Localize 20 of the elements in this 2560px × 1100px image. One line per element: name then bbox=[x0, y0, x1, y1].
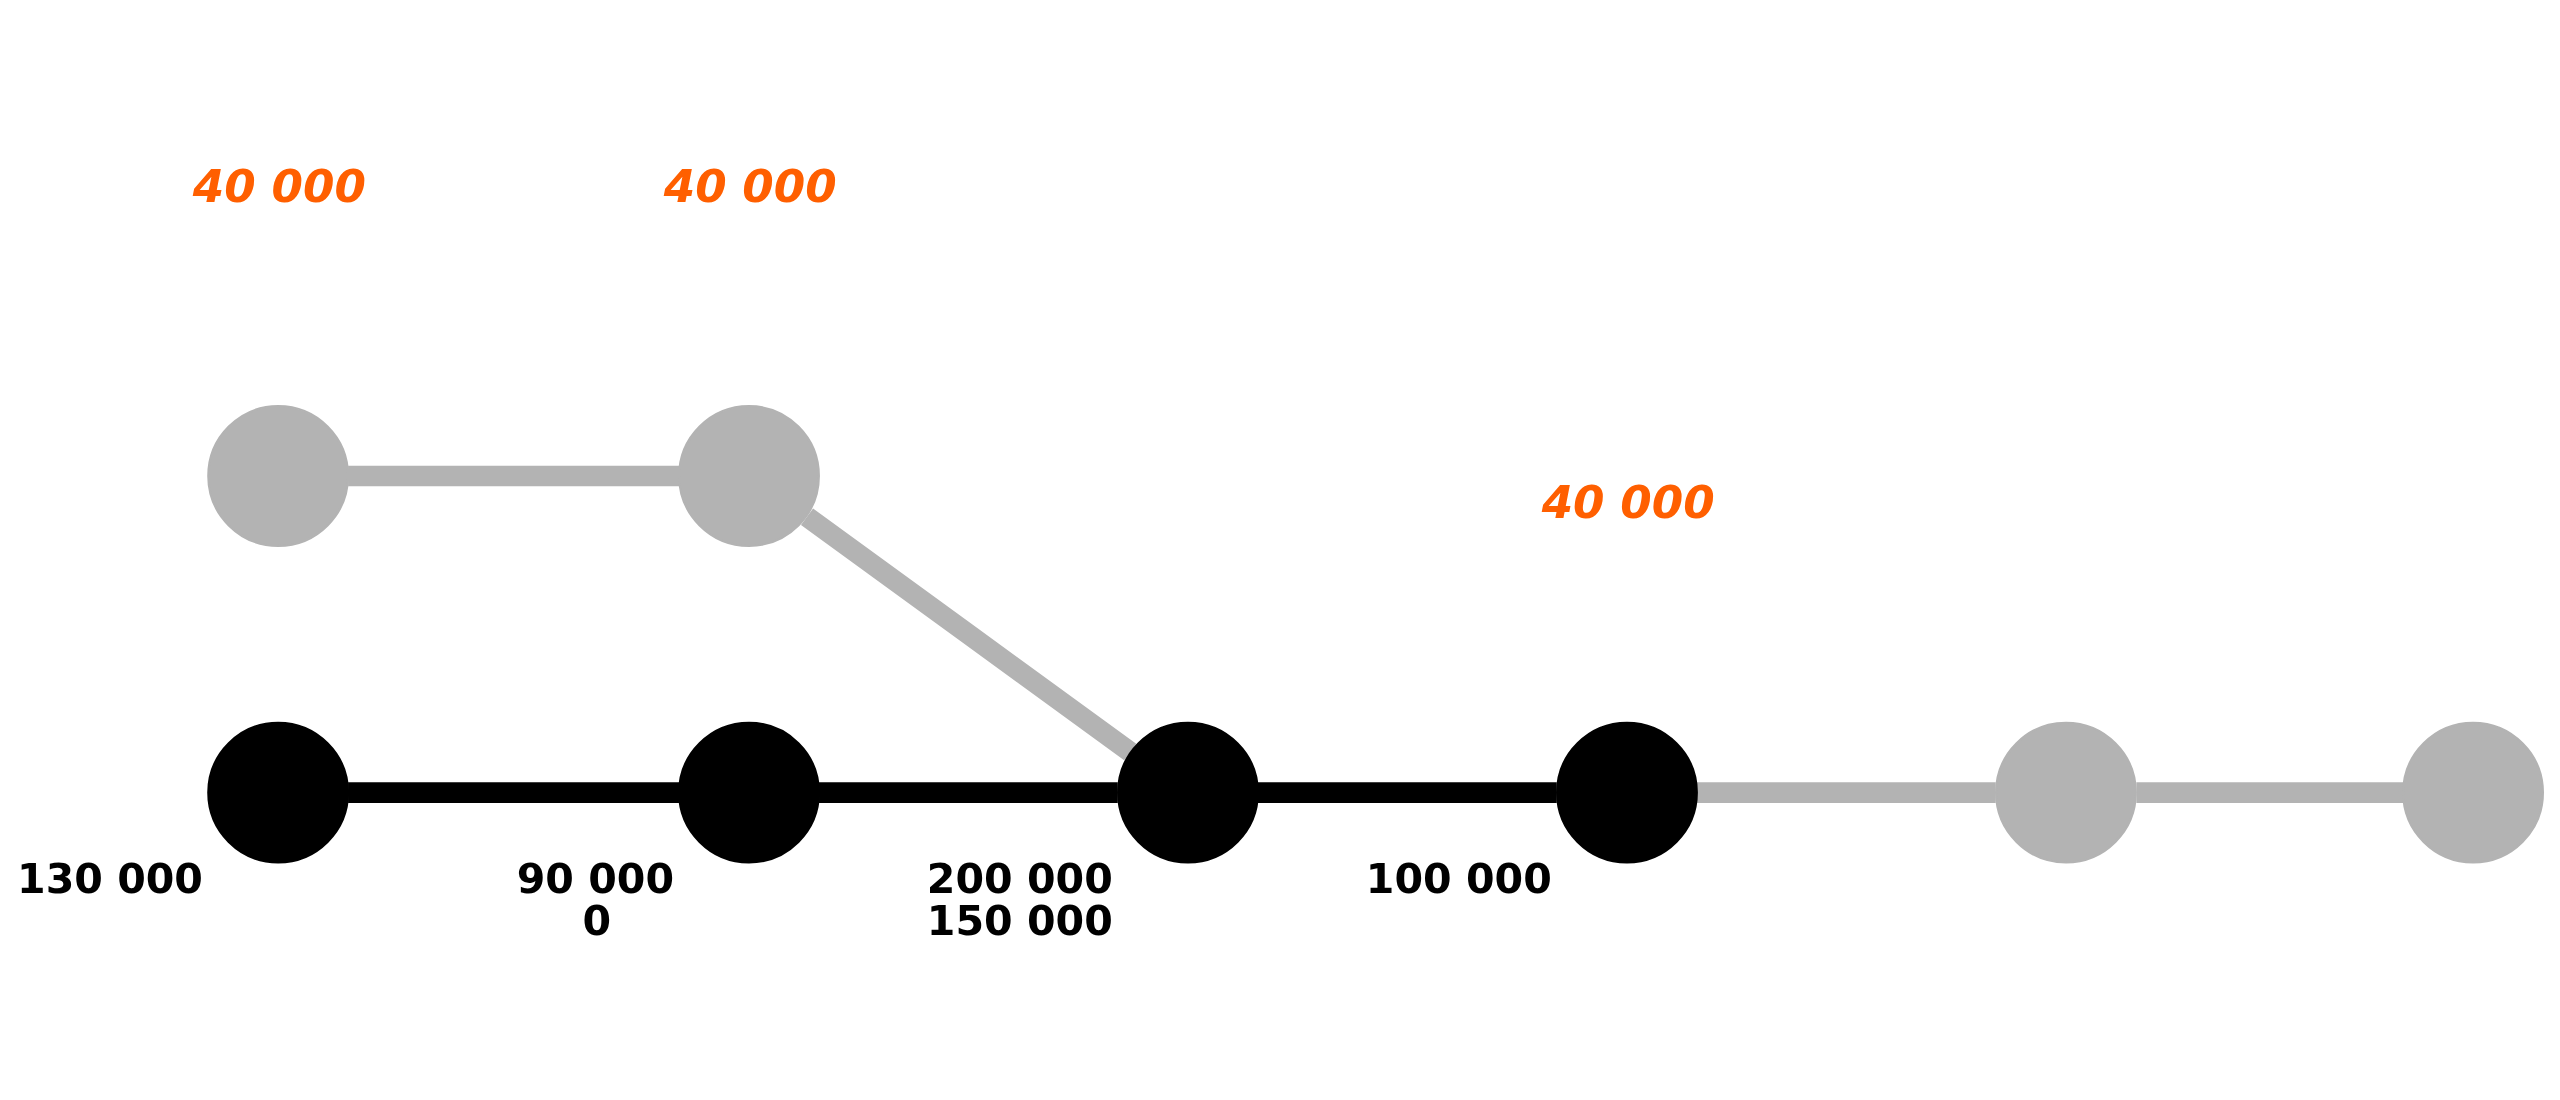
node-circle bbox=[207, 405, 350, 547]
node-circle bbox=[678, 721, 820, 864]
node-circle bbox=[1556, 721, 1698, 864]
connector bbox=[819, 782, 1118, 803]
node-label: 130 000 bbox=[17, 855, 203, 904]
label: 40 000 bbox=[1541, 476, 1715, 530]
connector bbox=[2136, 782, 2403, 803]
node-circle bbox=[207, 721, 350, 864]
label: 40 000 bbox=[663, 159, 837, 213]
connector bbox=[1258, 782, 1557, 803]
label: 40 000 bbox=[192, 159, 366, 213]
node-circle bbox=[2402, 721, 2544, 864]
connector bbox=[348, 465, 679, 487]
node-circle bbox=[1995, 721, 2137, 864]
node-circle bbox=[1117, 721, 1259, 864]
node-circle bbox=[678, 405, 820, 547]
connector bbox=[348, 782, 679, 803]
node-label: 100 000 bbox=[1365, 855, 1552, 904]
connector bbox=[800, 508, 1137, 761]
connector bbox=[1697, 782, 1996, 803]
